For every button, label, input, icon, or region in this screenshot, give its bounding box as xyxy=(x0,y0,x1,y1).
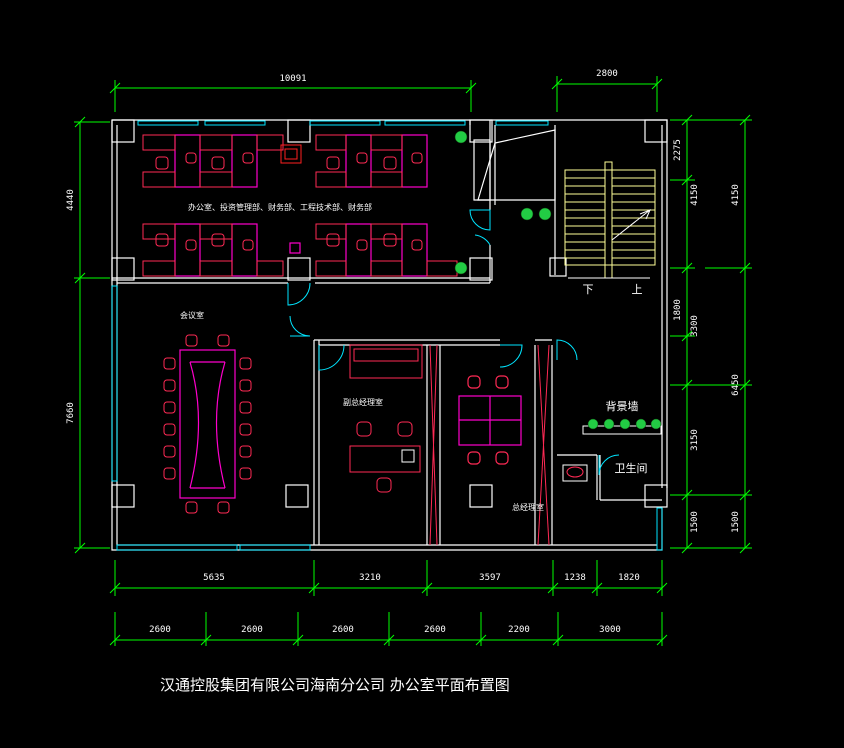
dim-bottom2-3: 2600 xyxy=(332,625,354,635)
dim-bottom1-4: 1238 xyxy=(564,573,586,583)
deputy-office-furniture xyxy=(349,344,423,493)
meeting-room-label: 会议室 xyxy=(180,310,204,320)
meeting-table xyxy=(179,349,236,499)
plant-icon xyxy=(635,418,647,430)
printer-icon xyxy=(289,242,301,254)
dim-right-inner-4: 3150 xyxy=(690,429,700,451)
deputy-office-label: 副总经理室 xyxy=(343,397,383,407)
dim-bottom1-3: 3597 xyxy=(479,573,501,583)
open-office-furniture xyxy=(142,134,458,277)
open-office-label: 办公室、投资管理部、财务部、工程技术部、财务部 xyxy=(188,202,372,212)
drawing-title: 汉通控股集团有限公司海南分公司 办公室平面布置图 xyxy=(160,676,510,694)
dim-bottom2-5: 2200 xyxy=(508,625,530,635)
gm-office-label: 总经理室 xyxy=(512,502,544,512)
dim-right-inner-1: 2275 xyxy=(673,139,683,161)
plant-icon xyxy=(587,418,599,430)
plant-icon xyxy=(603,418,615,430)
glass-partitions xyxy=(429,344,550,546)
doors xyxy=(287,209,620,476)
dim-bottom2-2: 2600 xyxy=(241,625,263,635)
dim-right-inner-3: 1800 xyxy=(673,299,683,321)
stair-down-label: 下 xyxy=(583,283,594,296)
meeting-chairs xyxy=(163,334,252,514)
windows xyxy=(111,120,663,551)
toilet-label: 卫生间 xyxy=(615,461,648,475)
dim-right-outer-4: 1500 xyxy=(731,511,741,533)
stair-up-label: 上 xyxy=(632,283,643,296)
plant-icon xyxy=(454,261,468,275)
gm-office-furniture xyxy=(458,375,522,465)
staircase xyxy=(564,161,656,279)
dim-bottom1-5: 1820 xyxy=(618,573,640,583)
dim-right-outer-1: 4150 xyxy=(731,184,741,206)
plant-icon xyxy=(538,207,552,221)
open-office-desks xyxy=(174,134,428,277)
dim-top-width: 10091 xyxy=(279,74,306,84)
dim-bottom1-1: 5635 xyxy=(203,573,225,583)
dim-bottom2-1: 2600 xyxy=(149,625,171,635)
dimension-lines xyxy=(74,76,752,646)
dim-right-outer-3: 6450 xyxy=(731,374,741,396)
dimension-labels: 10091 2800 4440 7660 2275 4150 1800 3150… xyxy=(66,69,741,635)
dim-right-inner-2: 4150 xyxy=(690,184,700,206)
dim-bottom2-6: 3000 xyxy=(599,625,621,635)
dim-right-outer-2: 3300 xyxy=(690,315,700,337)
plants xyxy=(454,130,662,430)
plant-icon xyxy=(650,418,662,430)
plant-icon xyxy=(454,130,468,144)
plant-icon xyxy=(619,418,631,430)
dim-right-inner-5: 1500 xyxy=(690,511,700,533)
columns xyxy=(111,119,668,508)
dim-left-lower: 7660 xyxy=(66,402,76,424)
background-wall-label: 背景墙 xyxy=(606,399,639,413)
dim-left-upper: 4440 xyxy=(66,189,76,211)
toilet-fixtures xyxy=(562,464,588,482)
dim-top-right: 2800 xyxy=(596,69,618,79)
dim-bottom2-4: 2600 xyxy=(424,625,446,635)
plant-icon xyxy=(520,207,534,221)
dim-bottom1-2: 3210 xyxy=(359,573,381,583)
